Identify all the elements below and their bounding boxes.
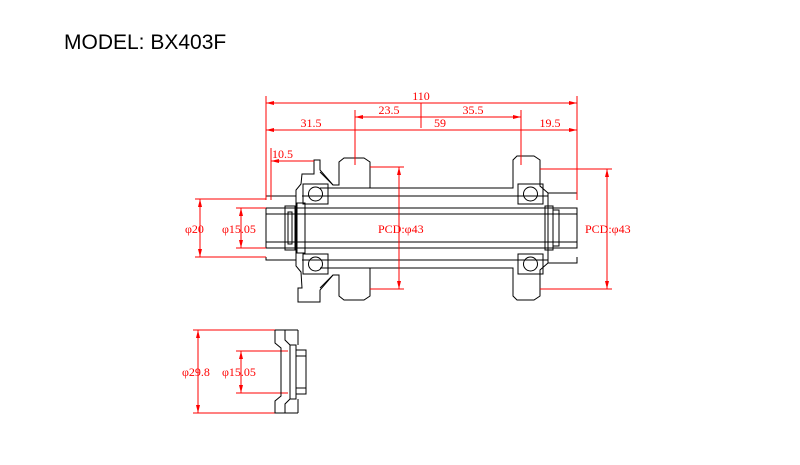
model-title: MODEL: BX403F (64, 31, 227, 54)
end-cap-detail (274, 329, 307, 414)
hub-body-outline (265, 155, 578, 303)
dim-flange-span: 59 (434, 116, 446, 130)
dimension-lines (193, 96, 612, 414)
dim-overall: 110 (412, 89, 430, 103)
dim-end-diameter: φ20 (185, 222, 204, 236)
dim-left-center: 23.5 (379, 103, 400, 117)
axle (265, 202, 578, 254)
dim-cap-bore: φ15.05 (222, 365, 256, 379)
dim-bore-diameter: φ15.05 (222, 222, 256, 236)
dim-right-center: 35.5 (463, 103, 484, 117)
bearing-right-bottom (517, 253, 544, 275)
dim-axle-end: 10.5 (272, 147, 293, 161)
dim-pcd-right: PCD:φ43 (585, 222, 631, 236)
dim-cap-diameter: φ29.8 (182, 365, 210, 379)
bearing-right-top (517, 183, 544, 205)
dimension-arrowheads (196, 101, 609, 413)
dim-pcd-left: PCD:φ43 (378, 222, 424, 236)
dim-left-flange: 31.5 (301, 116, 322, 130)
bearing-left-top (302, 183, 329, 205)
bearing-left-bottom (302, 253, 329, 275)
dim-right-flange: 19.5 (540, 116, 561, 130)
